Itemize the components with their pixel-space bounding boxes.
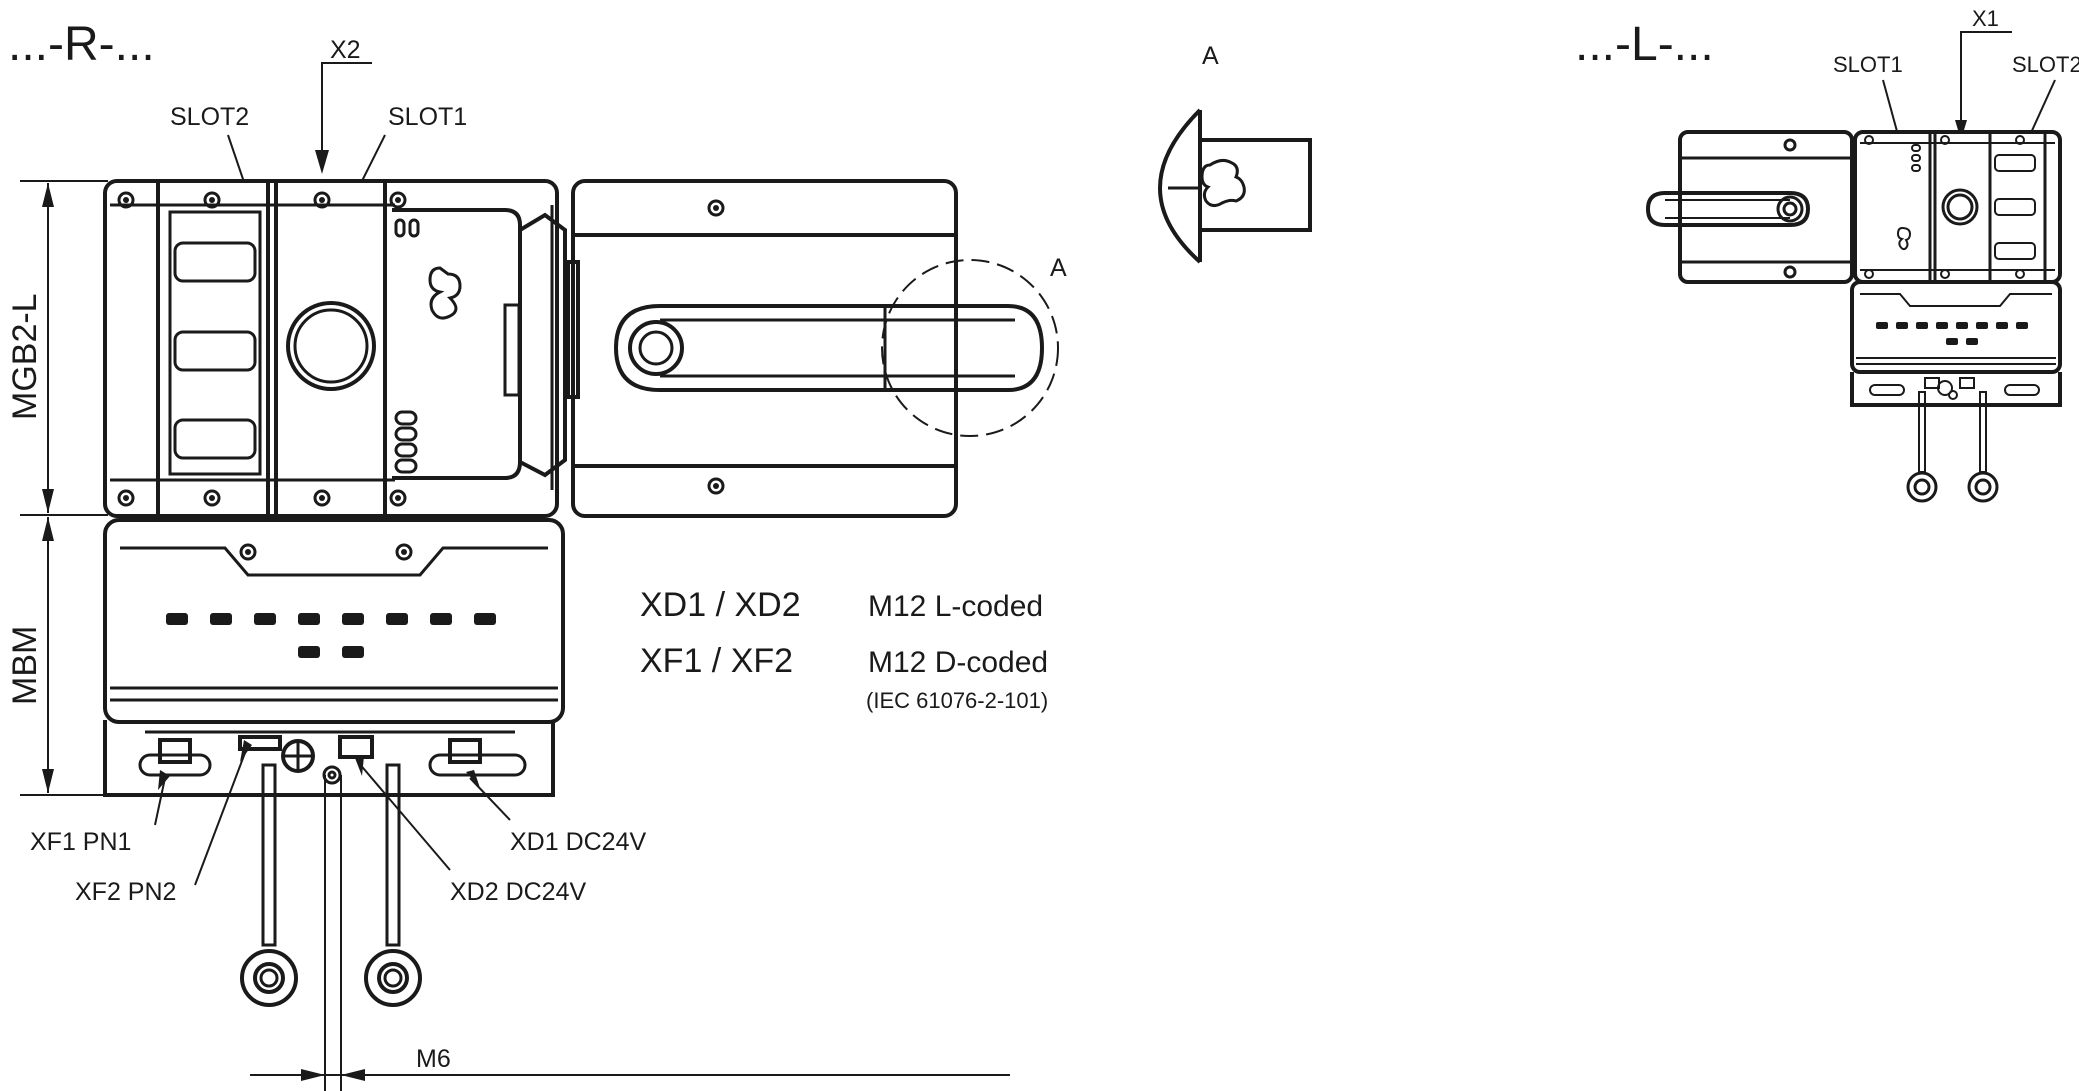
leader-xf2	[194, 744, 249, 886]
legend-desc-xd: M12 L-coded	[868, 590, 1043, 623]
mgb2-housing-left	[1853, 130, 2062, 284]
connector-label-xd1: XD1 DC24V	[510, 828, 646, 856]
legend-code-xf: XF1 / XF2	[640, 642, 793, 680]
keyhole-icon	[428, 266, 462, 320]
mgb2-housing-right	[103, 179, 567, 518]
connector-label-xf2: XF2 PN2	[75, 878, 176, 906]
dimension-label-mbm: MBM	[6, 626, 44, 705]
detail-a-circle	[881, 259, 1059, 437]
dimension-mgb2-l: MGB2-L	[6, 180, 108, 516]
handle-module-left	[1645, 130, 1877, 284]
leader-xf1	[154, 777, 166, 826]
base-plate-right	[103, 720, 555, 797]
leader-xd2-arrow-icon	[355, 756, 364, 776]
mbm-module-left	[1850, 280, 2062, 374]
slot-label-slot2-left: SLOT2	[2012, 52, 2079, 77]
dimension-mbm: MBM	[6, 517, 108, 796]
handle-lever	[613, 304, 1045, 392]
handle-module-right	[566, 179, 1059, 518]
leader-xf1-arrow-icon	[158, 770, 170, 790]
key-rods-left	[1906, 391, 1999, 503]
screw-icons	[117, 191, 407, 507]
slot-label-slot2-right: SLOT2	[170, 103, 249, 131]
legend-code-xd: XD1 / XD2	[640, 586, 801, 624]
cable-label-x1: X1	[1972, 6, 1999, 31]
callout-label-a: A	[1050, 254, 1067, 282]
legend-note-xf: (IEC 61076-2-101)	[866, 688, 1048, 713]
slot-label-slot1-right: SLOT1	[388, 103, 467, 131]
variant-label-left: ...-L-...	[1575, 18, 1714, 71]
variant-label-right: ...-R-...	[8, 18, 155, 71]
connector-label-xd2: XD2 DC24V	[450, 878, 586, 906]
led-indicators	[166, 613, 496, 658]
key-rods-right	[240, 763, 422, 1007]
connector-xd1	[448, 738, 482, 764]
slot2-leader	[227, 134, 246, 186]
connector-xf2	[238, 735, 282, 751]
base-plate-left	[1850, 372, 2062, 407]
connector-label-xf1: XF1 PN1	[30, 828, 131, 856]
slot1-leader	[359, 134, 386, 186]
detail-label-a: A	[1202, 42, 1219, 70]
legend: XD1 / XD2 M12 L-coded XF1 / XF2 M12 D-co…	[640, 586, 1048, 713]
mbm-module-right	[103, 518, 565, 724]
thread-label-m6: M6	[416, 1045, 451, 1073]
cable-label-x2: X2	[330, 36, 361, 64]
detail-a-view	[1157, 108, 1312, 264]
dimension-m6: M6	[250, 775, 1010, 1091]
x2-arrow-icon	[315, 150, 329, 174]
leader-xd2	[357, 761, 451, 871]
connector-xd2	[338, 735, 374, 759]
legend-desc-xf: M12 D-coded	[868, 646, 1048, 679]
slot2-leader-left	[2029, 79, 2056, 136]
x1-leader	[1960, 31, 2012, 138]
leader-xd1-arrow-icon	[466, 770, 480, 788]
slot-label-slot1-left: SLOT1	[1833, 52, 1903, 77]
dimension-label-mgb2-l: MGB2-L	[6, 293, 44, 420]
cloud-shape-icon	[1200, 158, 1246, 208]
x2-leader	[321, 62, 372, 170]
leader-xd1	[469, 777, 511, 821]
slot1-leader-left	[1882, 79, 1899, 136]
leader-xf2-arrow-icon	[240, 740, 252, 762]
connector-xf1	[158, 738, 192, 764]
